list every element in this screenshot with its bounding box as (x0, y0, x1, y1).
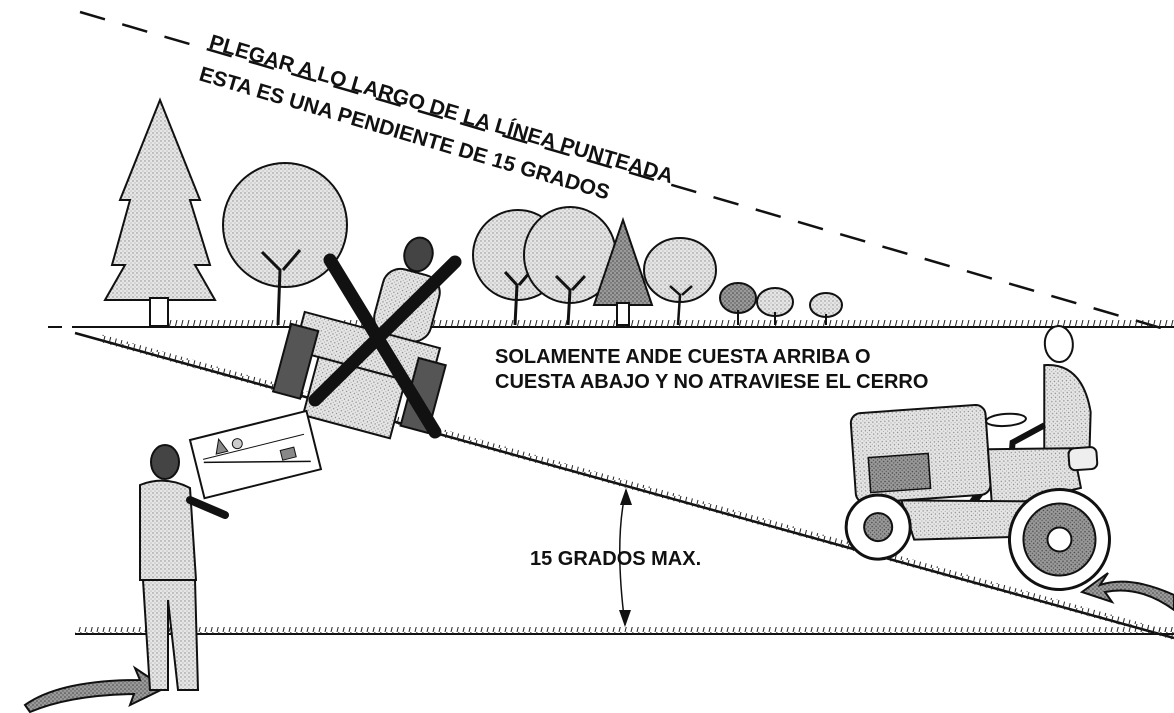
angle-indicator (619, 488, 632, 627)
direction-arrow-icon (23, 665, 168, 713)
tree-row (103, 97, 843, 327)
lower-ground-line (75, 627, 1174, 635)
evergreen-tree-icon (592, 216, 654, 326)
deciduous-tree-icon (756, 287, 794, 325)
instruction-line-1: SOLAMENTE ANDE CUESTA ARRIBA O (495, 346, 871, 368)
instruction-line-2: CUESTA ABAJO Y NO ATRAVIESE EL CERRO (495, 371, 928, 393)
person-holding-card-icon (139, 409, 323, 691)
slope-guide-card (188, 409, 323, 500)
evergreen-tree-icon (103, 97, 217, 327)
tractor-rider-icon (844, 325, 1111, 591)
fold-dashed-line (79, 10, 1169, 332)
deciduous-tree-icon (643, 237, 717, 326)
deciduous-tree-icon (523, 206, 617, 326)
deciduous-tree-icon (719, 282, 757, 325)
prohibited-x-icon (308, 253, 462, 439)
prohibited-tractor-group (271, 236, 462, 440)
deciduous-tree-icon (222, 162, 348, 326)
upper-ground-line (80, 320, 1174, 328)
max-angle-label: 15 GRADOS MAX. (530, 548, 701, 570)
deciduous-tree-icon (809, 292, 843, 325)
direction-arrow-icon (1079, 572, 1174, 612)
